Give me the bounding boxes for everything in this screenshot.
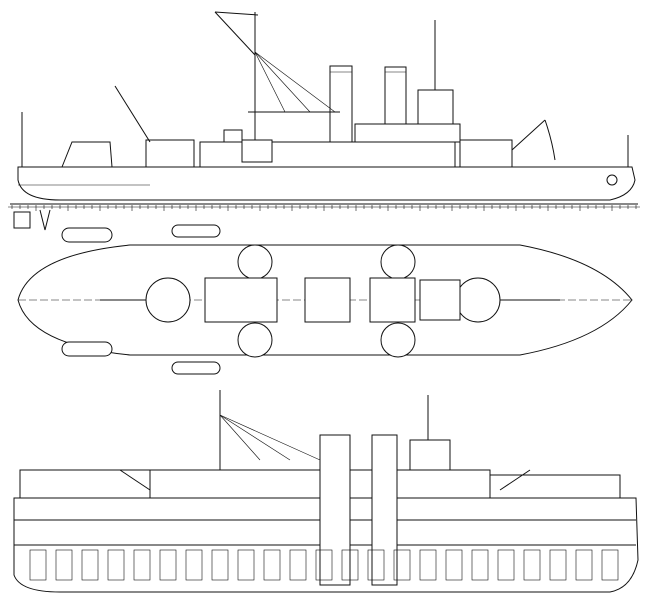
compartment [419, 549, 437, 581]
section-fore-funnel [319, 434, 351, 586]
compartment [237, 549, 255, 581]
deck-plan-view [17, 224, 633, 375]
rudder [13, 211, 31, 229]
main-gun-turrets [114, 85, 556, 161]
compartment [471, 549, 489, 581]
compartment [81, 549, 99, 581]
compartment [523, 549, 541, 581]
fore-funnel [329, 65, 353, 143]
compartment [159, 549, 177, 581]
frame-scale [8, 205, 640, 211]
compartment [549, 549, 567, 581]
compartment [185, 549, 203, 581]
section-aft-funnel [371, 434, 398, 586]
compartment [211, 549, 229, 581]
compartment [107, 549, 125, 581]
hull-outline [17, 166, 636, 201]
compartment [575, 549, 593, 581]
compartment [289, 549, 307, 581]
compartment [497, 549, 515, 581]
turrets-plan [100, 244, 560, 358]
compartment [367, 549, 385, 581]
section-hull-outline [13, 497, 639, 593]
superstructure [61, 123, 513, 168]
compartment [445, 549, 463, 581]
compartment [263, 549, 281, 581]
compartment [601, 549, 619, 581]
boats [61, 224, 221, 375]
propeller [39, 209, 51, 231]
section-view [13, 390, 639, 593]
side-profile-view [10, 11, 638, 231]
masts [21, 11, 629, 167]
compartment [29, 549, 47, 581]
aft-funnel [384, 66, 407, 125]
compartment [315, 549, 333, 581]
anchor-hawse [606, 174, 618, 186]
funnels [329, 65, 407, 143]
compartment [341, 549, 359, 581]
compartment [393, 549, 411, 581]
funnel-casings [204, 277, 461, 323]
compartment [133, 549, 151, 581]
compartment [55, 549, 73, 581]
